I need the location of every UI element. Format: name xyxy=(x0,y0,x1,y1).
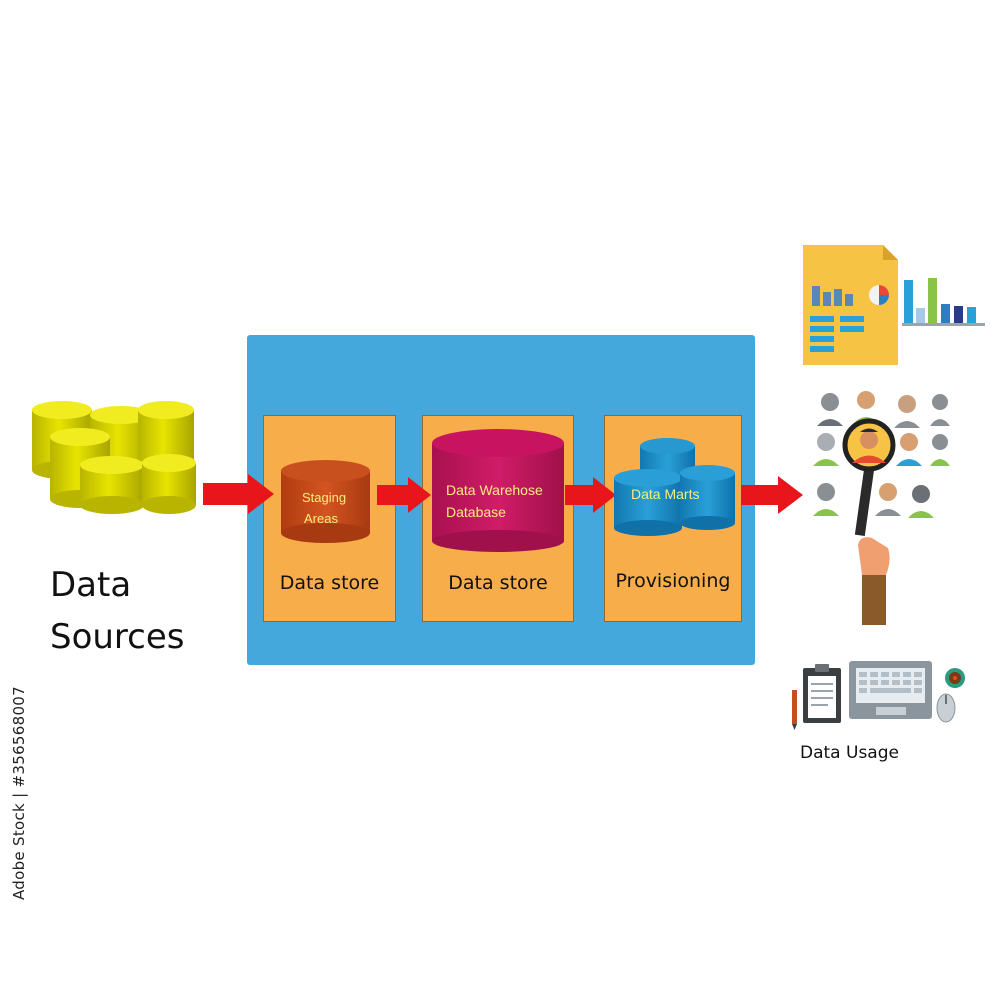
data-marts-label: Data Marts xyxy=(631,486,700,502)
laptop-icon xyxy=(849,661,932,719)
panel3-label: Provisioning xyxy=(615,570,731,592)
warehouse-label-line2: Database xyxy=(446,504,506,520)
data-sources-label-line1: Data xyxy=(50,565,132,605)
stock-id-watermark: Adobe Stock | #356568007 xyxy=(10,686,28,900)
person-icon xyxy=(817,393,843,426)
person-icon xyxy=(896,433,922,466)
staging-label-line1: Staging xyxy=(302,490,347,505)
pencil-icon xyxy=(792,690,797,730)
staging-cylinder-icon xyxy=(281,460,370,543)
person-icon xyxy=(875,483,901,516)
warehouse-label-line1: Data Warehose xyxy=(446,482,543,498)
panel1-label: Data store xyxy=(279,572,380,594)
mouse-icon xyxy=(936,693,956,723)
staging-label-line2: Areas xyxy=(304,511,338,526)
arrow-warehouse-to-marts-icon xyxy=(565,477,616,513)
arrow-marts-to-usage-icon xyxy=(741,476,803,514)
clipboard-icon xyxy=(803,664,841,723)
hand-icon xyxy=(858,537,890,625)
person-icon xyxy=(813,483,839,516)
person-icon xyxy=(908,485,934,518)
data-marts-cylinders-icon xyxy=(614,438,735,536)
magnifier-icon xyxy=(842,418,896,537)
panel2-label: Data store xyxy=(448,572,548,594)
data-sources-label-line2: Sources xyxy=(50,617,185,657)
person-icon xyxy=(930,394,950,426)
arrow-sources-to-staging-icon xyxy=(203,474,274,514)
person-icon xyxy=(930,434,950,466)
warehouse-cylinder-icon xyxy=(432,429,564,552)
coffee-cup-icon xyxy=(945,668,965,688)
person-icon xyxy=(894,395,920,428)
person-icon xyxy=(813,433,839,466)
data-usage-label: Data Usage xyxy=(800,743,899,763)
arrow-staging-to-warehouse-icon xyxy=(377,477,431,513)
